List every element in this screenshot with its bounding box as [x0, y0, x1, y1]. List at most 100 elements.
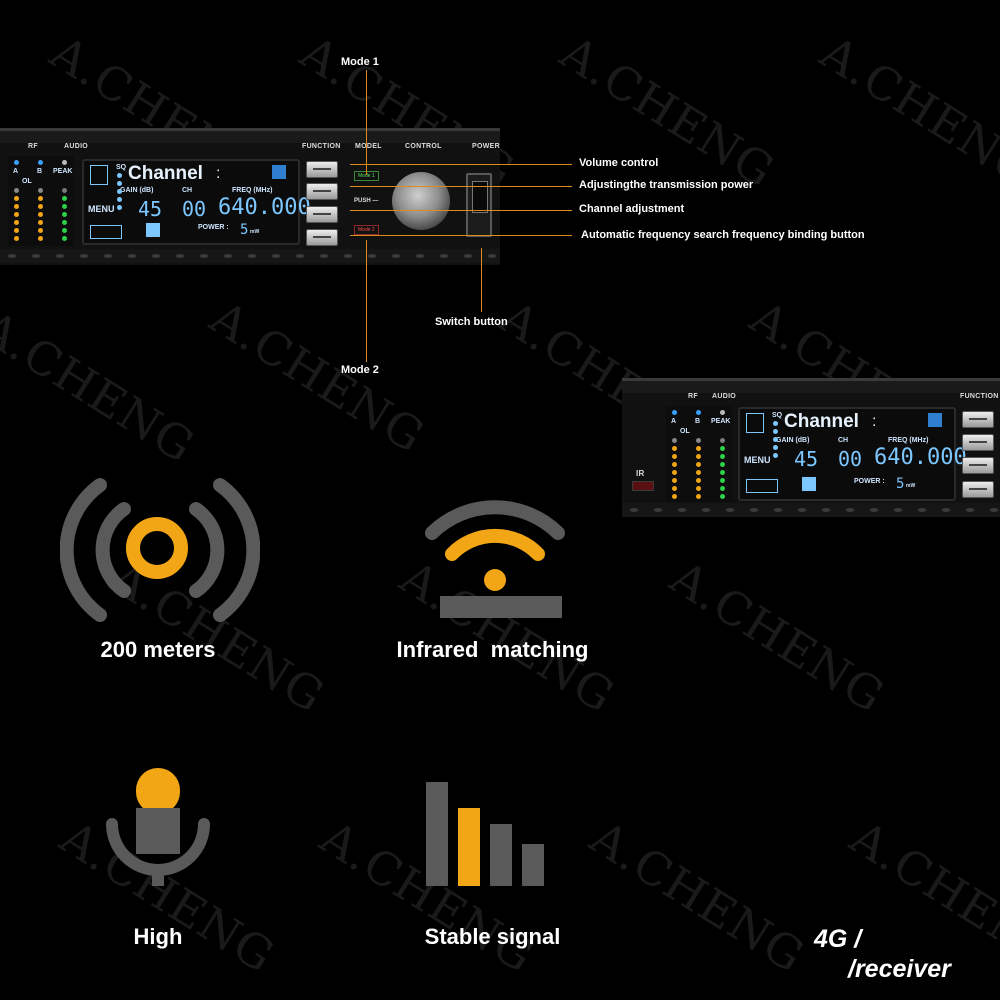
callout-auto-search: Automatic frequency search frequency bin… [581, 229, 865, 241]
wifi-icon [425, 500, 565, 618]
lcd-display: SQ Channel : GAIN (dB) CH FREQ (MHz) MEN… [738, 407, 967, 501]
mode-2-chip: Mode 2 [354, 225, 379, 235]
header-control: CONTROL [405, 143, 442, 150]
function-button-1[interactable] [962, 411, 994, 428]
meter-label-b: B [37, 168, 43, 175]
wifi-icon-outer-arc [425, 500, 565, 540]
power-value: 5 [896, 476, 905, 492]
vent-row [622, 503, 1000, 517]
meter-label-peak: PEAK [53, 168, 73, 175]
callout-line [350, 186, 572, 187]
channel-cursor: : [216, 165, 221, 182]
meter-led [720, 454, 725, 459]
menu-label: MENU [744, 455, 771, 465]
meter-label-ol: OL [22, 178, 32, 185]
meter-led [38, 220, 43, 225]
badge-line-1: 4G / [814, 925, 862, 953]
meter-led [14, 188, 19, 193]
function-button-1[interactable] [306, 161, 338, 178]
watermark: A.CHENG [661, 550, 895, 724]
dot-indicators [773, 421, 778, 458]
meter-led [62, 228, 67, 233]
settings-icon [272, 165, 286, 179]
function-button-4[interactable] [962, 481, 994, 498]
meter-led [38, 212, 43, 217]
watermark: A.CHENG [201, 290, 435, 464]
meter-led [62, 204, 67, 209]
meter-led [14, 236, 19, 241]
meter-label-a: A [13, 168, 19, 175]
sq-label: SQ [116, 164, 127, 171]
function-button-2[interactable] [962, 434, 994, 451]
function-button-4[interactable] [306, 229, 338, 246]
meter-led [38, 204, 43, 209]
battery-icon [746, 479, 778, 493]
channel-label: Channel [784, 411, 859, 432]
watermark: A.CHENG [811, 25, 1000, 199]
feature-stable-label: Stable signal [424, 924, 561, 949]
meter-led [720, 470, 725, 475]
callout-line [366, 240, 367, 362]
range-icon-left-wave-inner [95, 502, 131, 598]
freq-label: FREQ (MHz) [888, 437, 929, 444]
header-rf: RF [28, 143, 38, 150]
meter-led [696, 494, 701, 499]
rf-led-b [696, 410, 701, 415]
watermark: A.CHENG [551, 25, 785, 199]
wifi-icon-middle-arc [445, 528, 545, 561]
function-button-2[interactable] [306, 183, 338, 200]
range-icon-right-wave-outer [213, 478, 260, 622]
meter-led [14, 196, 19, 201]
meter-led [14, 220, 19, 225]
microphone-icon [106, 768, 210, 886]
gain-label: GAIN (dB) [776, 437, 810, 444]
gain-label: GAIN (dB) [120, 187, 154, 194]
power-label: POWER : [198, 224, 229, 231]
peak-led [62, 160, 67, 165]
meter-led [672, 478, 677, 483]
meter-led [720, 494, 725, 499]
wifi-icon-dot [484, 569, 506, 591]
meter-led [696, 486, 701, 491]
feature-high-label: High [133, 924, 183, 949]
ir-label: IR [636, 469, 645, 478]
meter-led [62, 196, 67, 201]
menu-label: MENU [88, 204, 115, 214]
meter-led [672, 494, 677, 499]
power-value: 5 [240, 222, 249, 238]
rf-led-b [38, 160, 43, 165]
meter-label-peak: PEAK [711, 418, 731, 425]
level-meters: A OL B PEAK [8, 156, 74, 246]
rf-led-a [672, 410, 677, 415]
meter-led [38, 228, 43, 233]
meter-led [62, 188, 67, 193]
ch-value: 00 [182, 197, 207, 221]
signal-bar-1 [426, 782, 448, 886]
header-power: POWER [472, 143, 500, 150]
power-switch[interactable] [466, 173, 492, 237]
meter-led [62, 236, 67, 241]
signal-bar-2 [458, 808, 480, 886]
meter-led [720, 486, 725, 491]
function-button-3[interactable] [962, 457, 994, 474]
callout-line [350, 164, 572, 165]
function-button-3[interactable] [306, 206, 338, 223]
freq-value: 640.000 [874, 445, 967, 470]
meter-led [720, 462, 725, 467]
meter-led [672, 438, 677, 443]
callout-line [366, 70, 367, 175]
meter-led [696, 454, 701, 459]
volume-knob[interactable] [392, 172, 450, 230]
callout-line [481, 248, 482, 312]
sq-label: SQ [772, 412, 783, 419]
meter-led [672, 454, 677, 459]
callout-channel-adjustment: Channel adjustment [579, 203, 685, 215]
meter-led [672, 446, 677, 451]
level-meters: A OL B PEAK [666, 406, 732, 502]
freq-label: FREQ (MHz) [232, 187, 273, 194]
product-badge: 4G / /receiver [808, 924, 951, 984]
meter-led [14, 212, 19, 217]
signal-bar-3 [490, 824, 512, 886]
meter-led [672, 470, 677, 475]
sq-icon [746, 413, 764, 433]
